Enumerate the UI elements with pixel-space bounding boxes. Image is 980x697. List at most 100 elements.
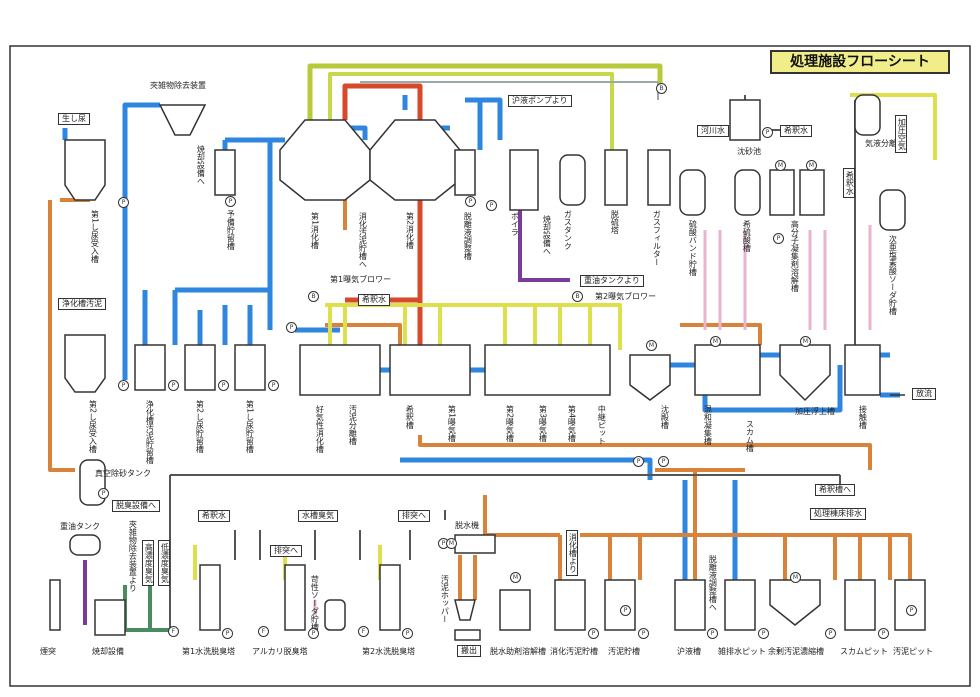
excess-thickener <box>769 579 821 626</box>
hopper-1 <box>64 139 106 201</box>
motor-marker: M <box>510 572 521 583</box>
motor-marker: M <box>806 160 817 171</box>
label-gastank: ガスタンク <box>563 210 573 250</box>
screen-device <box>158 104 207 136</box>
fan-marker: F <box>258 626 269 637</box>
label-kishaku: 希釈水 <box>780 125 812 138</box>
label-dai1shoka: 第1消化槽 <box>310 212 320 250</box>
label-kyozatsu2: 夾雑物除去装置より <box>128 520 138 592</box>
contact-tank <box>844 344 881 396</box>
blower-marker: B <box>656 83 667 94</box>
label-dassuijozai: 脱水助剤溶解槽 <box>490 647 546 656</box>
label-yobi: 予備貯留槽 <box>226 210 236 250</box>
label-datsuri2: 脱離液調整槽へ <box>708 555 718 611</box>
dewatering-machine <box>454 534 496 554</box>
label-jiaen: 次亜塩素酸ソーダ貯槽 <box>888 235 898 315</box>
incinerator <box>94 599 126 636</box>
label-gasfilter: ガスフィルター <box>652 210 662 266</box>
label-sukamu: スカム槽 <box>745 420 755 452</box>
label-roeki: 沪液槽 <box>677 647 701 656</box>
jiaen-tank <box>879 189 906 231</box>
pump-marker: P <box>308 628 319 639</box>
pump-marker: P <box>286 322 297 333</box>
polymer-tank-2 <box>799 169 825 216</box>
gas-tank <box>559 154 586 206</box>
digester-1 <box>279 119 371 201</box>
label-shokaosui2: 消化槽より <box>566 530 579 576</box>
oil-line <box>518 210 570 282</box>
pump-marker: P <box>638 628 649 639</box>
label-chukan: 中継ピット <box>597 405 607 445</box>
label-suisoshu: 水槽臭気 <box>298 510 338 523</box>
label-zatsuhai: 雑排水ピット <box>718 647 766 656</box>
label-chinden: 沈殿槽 <box>660 405 670 429</box>
label-datsuri: 脱離液調整槽 <box>463 212 473 260</box>
page-title: 処理施設フローシート <box>770 50 950 74</box>
yobi-tank <box>214 149 236 196</box>
label-dasshu1: 脱臭設備へ <box>112 500 160 513</box>
label-kongo: 混和凝集槽 <box>703 405 713 445</box>
scum-pit <box>844 579 876 631</box>
label-shinku: 真空除砂タンク <box>95 469 151 478</box>
label-shorito: 処理棟床排水 <box>810 508 866 521</box>
label-alkali: アルカリ脱臭塔 <box>252 647 308 656</box>
chinsa-pond <box>729 99 761 141</box>
chemical-lines <box>313 225 872 615</box>
label-kyozatsu: 夾雑物除去装置 <box>150 81 206 90</box>
motor-marker: M <box>790 572 801 583</box>
pump-marker: P <box>98 488 109 499</box>
label-kaatsu: 加圧空気 <box>895 115 908 153</box>
label-kobunshi: 高分子凝集剤溶解槽 <box>790 220 800 292</box>
label-shokyakusetsubi: 焼却設備 <box>92 647 124 656</box>
settling-tank <box>629 354 671 401</box>
pump-marker: P <box>707 628 718 639</box>
hopper-2 <box>64 334 106 393</box>
label-dai3bakki: 第3曝気槽 <box>538 405 548 443</box>
label-kiryusan: 希硫酸槽 <box>742 220 752 252</box>
dai1-storage <box>234 344 266 391</box>
label-dai1bakki: 第1曝気槽 <box>447 405 457 443</box>
label-sesshoku: 接触槽 <box>858 405 868 429</box>
dai2-storage <box>184 344 216 391</box>
motor-marker: M <box>775 160 786 171</box>
label-blower1: 第1曝気ブロワー <box>330 275 392 284</box>
flotation-tank <box>779 344 831 402</box>
oil-tank <box>69 534 101 556</box>
deodor-tower-2 <box>379 564 401 631</box>
label-dai1uke: 第1し尿受入槽 <box>90 210 100 264</box>
pump-marker: P <box>878 628 889 639</box>
digester-2 <box>369 119 461 201</box>
label-osuichozou: 汚泥貯槽 <box>608 647 640 656</box>
motor-marker: M <box>446 538 457 549</box>
label-haikiB: 排突へ <box>398 510 430 523</box>
motor-marker: M <box>710 336 721 347</box>
label-juyutank: 重油タンク <box>60 522 100 531</box>
label-dassuiki: 脱水機 <box>455 521 479 530</box>
blower-marker: B <box>572 291 583 302</box>
sludge-storage <box>604 579 636 631</box>
dewater-aid-tank <box>499 589 531 631</box>
motor-marker: M <box>800 336 811 347</box>
caustic-tank <box>324 599 346 631</box>
label-kokishoka: 好気性消化槽 <box>315 405 325 453</box>
mixing-tank <box>694 344 761 396</box>
label-horyu: 放流 <box>912 388 936 401</box>
label-kasen: 河川水 <box>697 125 729 138</box>
label-kaatsufujo: 加圧浮上槽 <box>795 407 835 416</box>
ryusan-tank <box>679 169 706 216</box>
pump-marker: P <box>168 380 179 391</box>
fan-marker: F <box>358 626 369 637</box>
label-osuipit: 汚泥ピット <box>893 647 933 656</box>
pump-marker: P <box>222 628 233 639</box>
pump-marker: P <box>268 380 279 391</box>
pump-marker: P <box>118 380 129 391</box>
equipment <box>49 94 926 641</box>
label-dai1chozou: 第1し尿貯留槽 <box>245 400 255 454</box>
label-pump: 沪液ポンプより <box>508 95 572 108</box>
sludge-hopper <box>454 599 476 621</box>
diagram-border <box>9 45 971 687</box>
kieki-tank <box>854 94 881 136</box>
label-kishakuso: 希釈槽 <box>405 405 415 429</box>
label-dai2uke: 第2し尿受入槽 <box>88 400 98 454</box>
